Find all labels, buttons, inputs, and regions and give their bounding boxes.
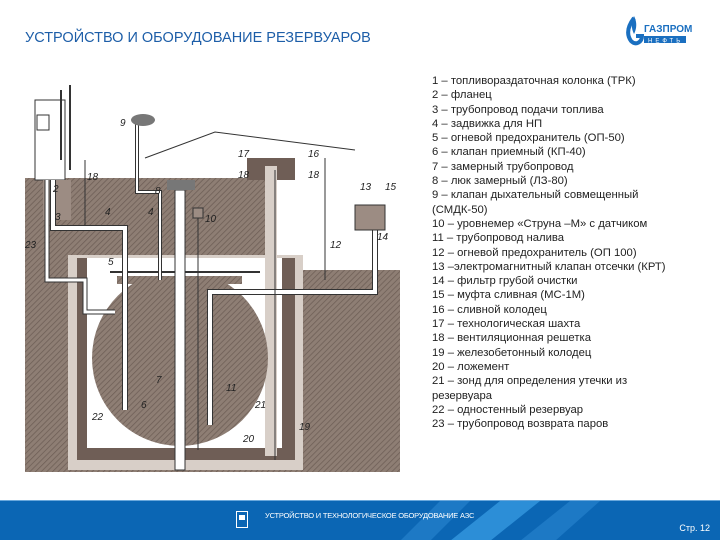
- legend-item: 19 – железобетонный колодец: [432, 346, 592, 359]
- label-17: 17: [238, 149, 250, 160]
- footer-text: УСТРОЙСТВО И ТЕХНОЛОГИЧЕСКОЕ ОБОРУДОВАНИ…: [265, 511, 475, 520]
- label-10: 10: [205, 214, 217, 225]
- legend-item: 13 –электромагнитный клапан отсечки (КРТ…: [432, 260, 666, 273]
- logo-text-bottom: НЕФТЬ: [648, 38, 683, 44]
- legend-item: 5 – огневой предохранитель (ОП-50): [432, 132, 625, 145]
- logo-text-top: ГАЗПРОМ: [644, 24, 692, 35]
- reservoir-diagram: 2 3 4 4 5 6 7 8 9 10 11 12 13 14 15 16 1…: [25, 80, 400, 472]
- legend-item: 16 – сливной колодец: [432, 303, 547, 316]
- legend-item: 4 – задвижка для НП: [432, 117, 543, 130]
- legend-item: 11 – трубопровод налива: [432, 232, 565, 245]
- label-15: 15: [385, 182, 397, 193]
- legend-item: 22 – одностенный резервуар: [432, 403, 584, 416]
- label-5: 5: [108, 257, 114, 268]
- label-13: 13: [360, 182, 372, 193]
- legend-item: 23 – трубопровод возврата паров: [432, 418, 609, 431]
- label-18a: 18: [87, 172, 99, 183]
- footer-decoration: [401, 501, 600, 540]
- label-21: 21: [254, 400, 266, 411]
- legend-item: 17 – технологическая шахта: [432, 318, 581, 331]
- legend-item: 10 – уровнемер «Струна –М» с датчиком: [432, 217, 648, 230]
- label-2: 2: [52, 184, 59, 195]
- legend-item: 1 – топливораздаточная колонка (ТРК): [432, 75, 636, 87]
- page-title: УСТРОЙСТВО И ОБОРУДОВАНИЕ РЕЗЕРВУАРОВ: [25, 30, 371, 46]
- legend-item: 12 – огневой предохранитель (ОП 100): [432, 246, 637, 259]
- label-4a: 4: [105, 207, 111, 218]
- page-number: Стр. 12: [679, 523, 710, 533]
- legend-item: 21 – зонд для определения утечки из резе…: [432, 375, 628, 402]
- legend-item: 6 – клапан приемный (КП-40): [432, 146, 586, 159]
- label-12: 12: [330, 240, 342, 251]
- label-6: 6: [141, 400, 147, 411]
- legend-item: 2 – фланец: [432, 89, 492, 102]
- fuel-pump-icon: [236, 511, 248, 528]
- label-18c: 18: [308, 170, 320, 181]
- legend-item: 15 – муфта сливная (МС-1М): [432, 289, 585, 302]
- label-22: 22: [91, 412, 104, 423]
- legend-list: 1 – топливораздаточная колонка (ТРК) 2 –…: [432, 74, 667, 431]
- legend-item: 9 – клапан дыхательный совмещенный (СМДК…: [432, 189, 639, 216]
- label-16: 16: [308, 149, 320, 160]
- label-19: 19: [299, 422, 311, 433]
- label-23: 23: [25, 240, 37, 251]
- label-4b: 4: [148, 207, 154, 218]
- label-11: 11: [226, 383, 236, 394]
- label-7: 7: [156, 375, 162, 386]
- footer-bar: УСТРОЙСТВО И ТЕХНОЛОГИЧЕСКОЕ ОБОРУДОВАНИ…: [0, 500, 720, 540]
- legend-item: 20 – ложемент: [432, 360, 510, 373]
- label-18b: 18: [238, 170, 250, 181]
- label-14: 14: [377, 232, 389, 243]
- label-20: 20: [242, 434, 255, 445]
- legend-item: 7 – замерный трубопровод: [432, 160, 574, 173]
- label-3: 3: [55, 212, 61, 223]
- legend-item: 18 – вентиляционная решетка: [432, 332, 591, 345]
- label-8: 8: [155, 186, 161, 197]
- label-9: 9: [120, 118, 126, 129]
- legend-item: 8 – люк замерный (ЛЗ-80): [432, 175, 568, 188]
- legend-item: 14 – фильтр грубой очистки: [432, 275, 578, 288]
- gazprom-neft-logo: ГАЗПРОМ НЕФТЬ: [626, 16, 692, 46]
- legend-item: 3 – трубопровод подачи топлива: [432, 103, 604, 116]
